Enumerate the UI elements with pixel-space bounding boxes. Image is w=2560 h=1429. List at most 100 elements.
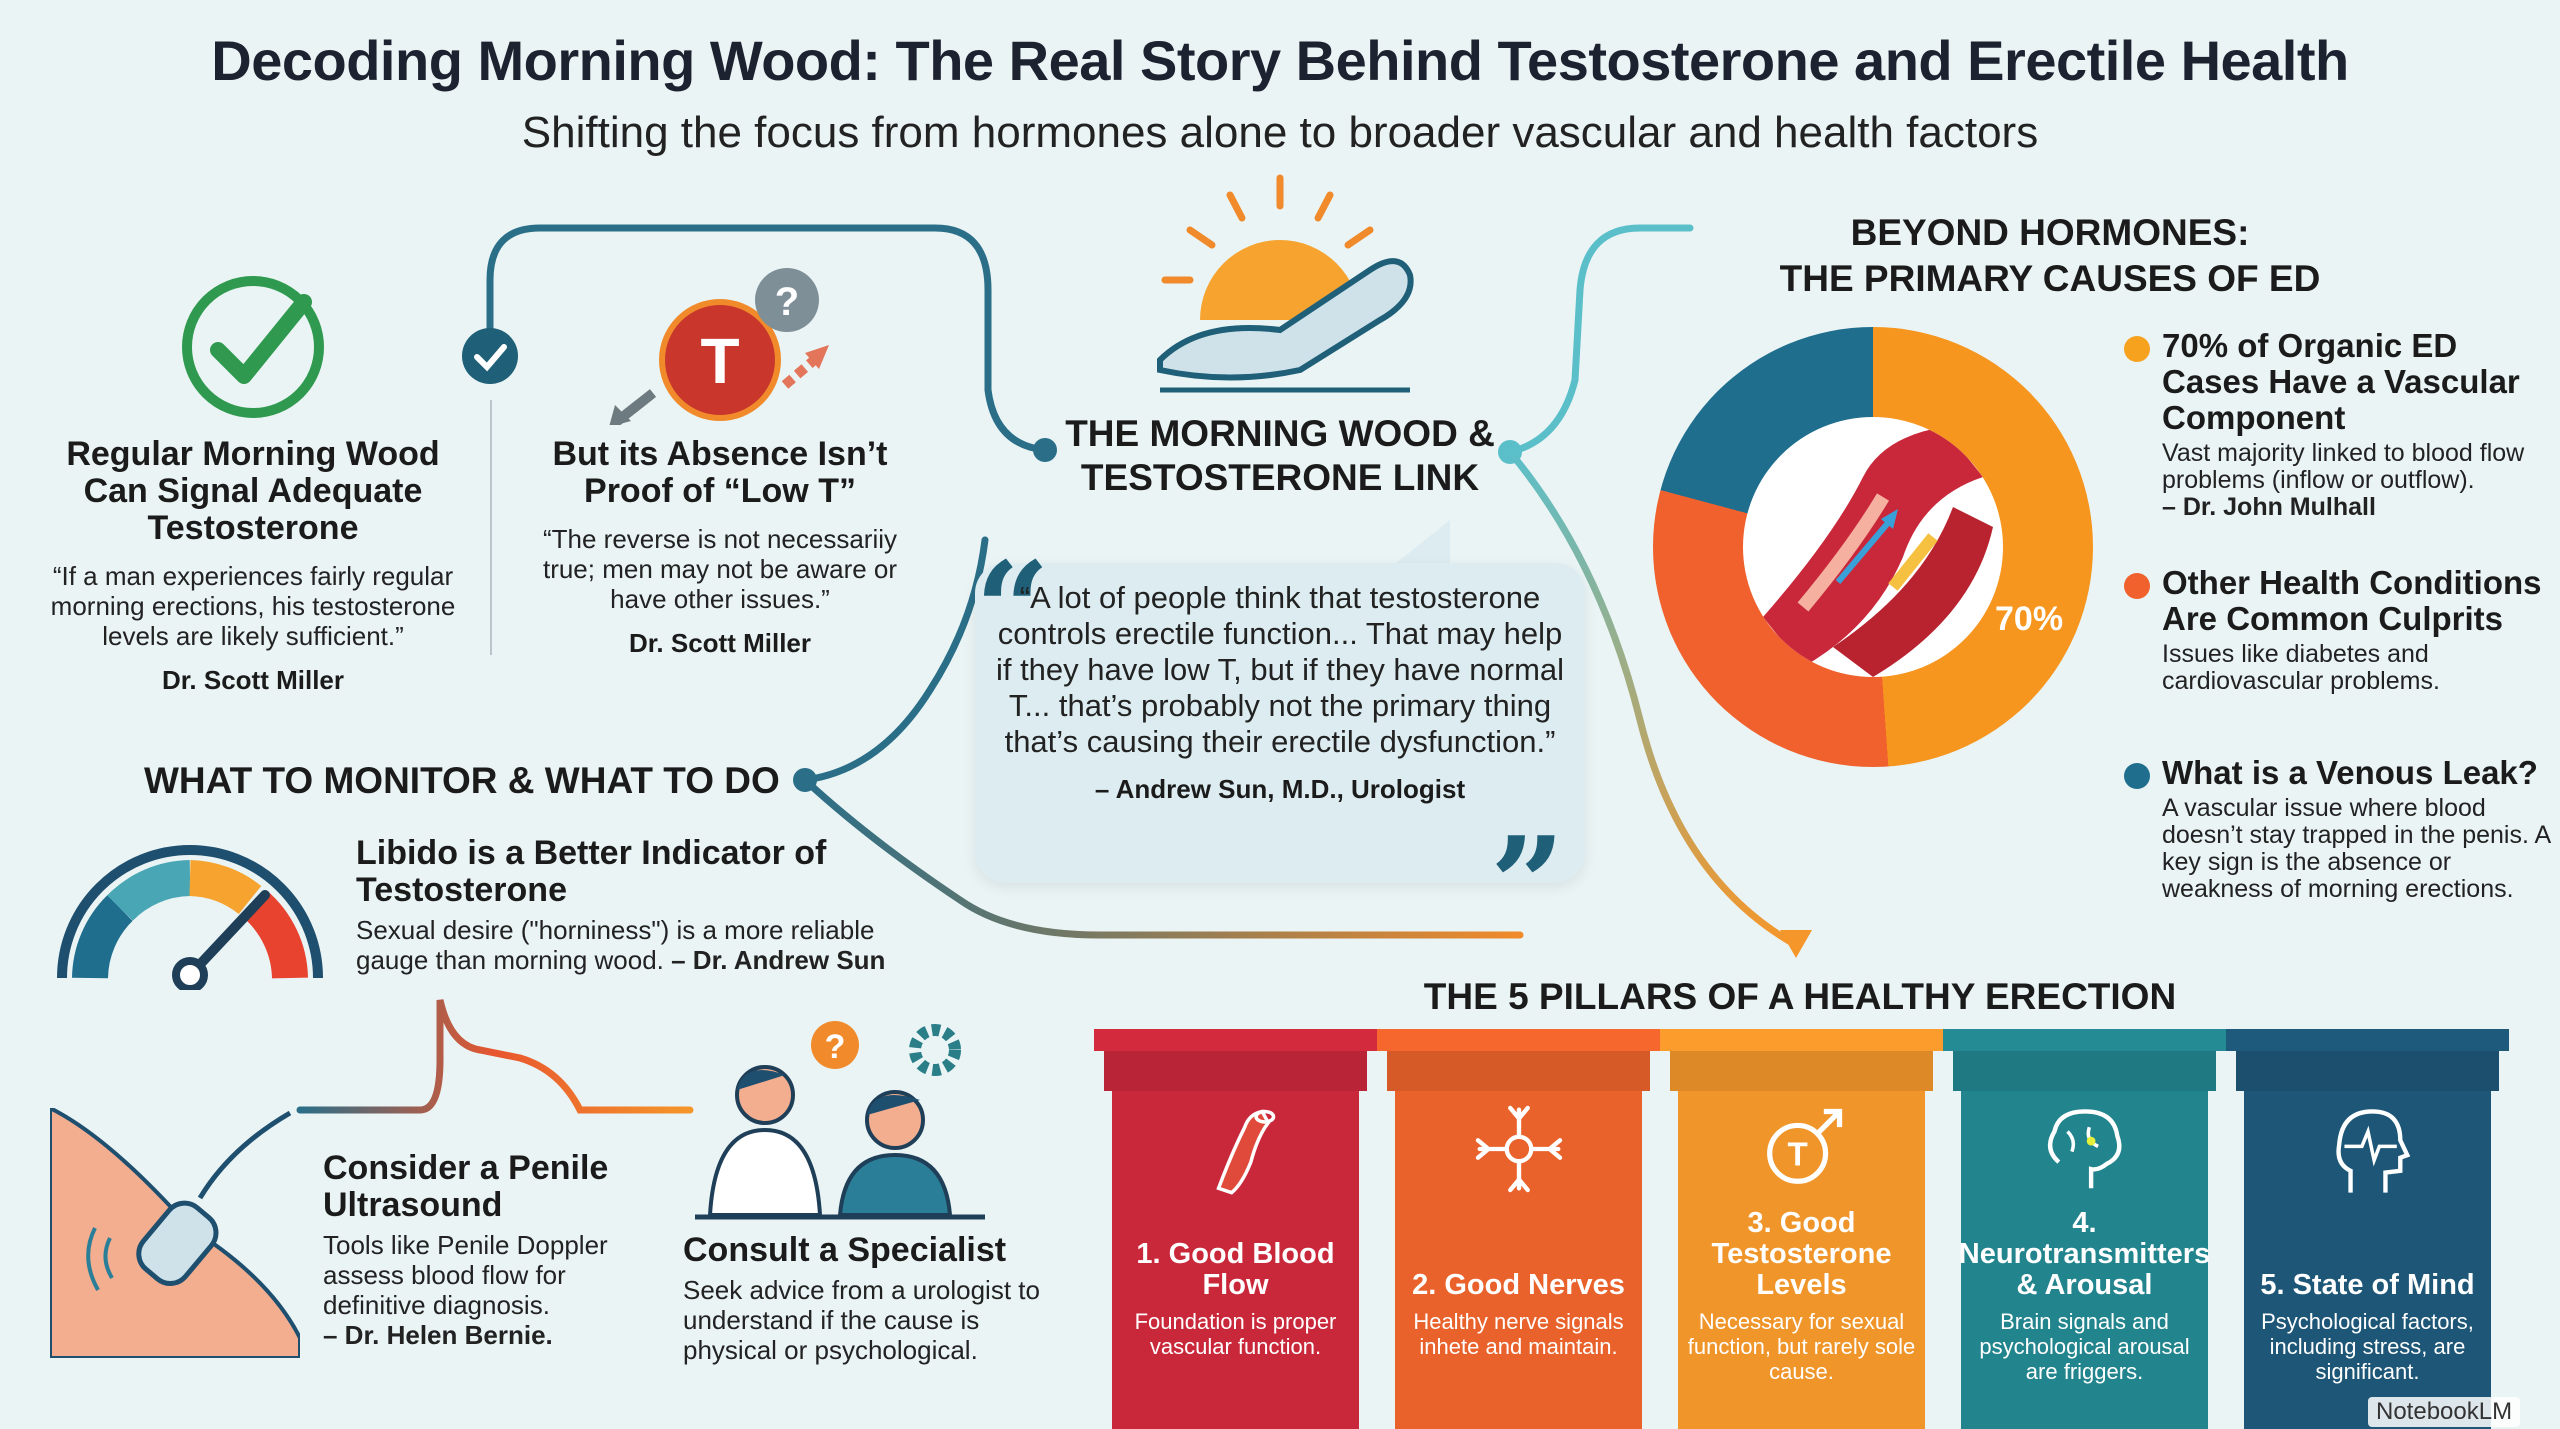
legend-body-other: Issues like diabetes and cardiovascular … (2162, 640, 2440, 695)
pillar-capital-base (1387, 1051, 1650, 1091)
pillar-description: Healthy nerve signals inhete and maintai… (1413, 1309, 1624, 1359)
center-quote-box: “A lot of people think that testosterone… (990, 580, 1570, 804)
legend-dot-vascular (2124, 336, 2150, 362)
heading-regular-morning-wood: Regular Morning Wood Can Signal Adequate… (66, 435, 440, 547)
svg-text:T: T (700, 325, 739, 397)
pillar-description: Brain signals and psychological arousal … (1979, 1309, 2190, 1384)
legend-heading-vascular: 70% of Organic ED Cases Have a Vascular … (2162, 327, 2520, 436)
card-absence-not-proof: But its Absence Isn’t Proof of “Low T” “… (515, 435, 925, 659)
pillar-capital (1943, 1029, 2226, 1051)
check-icon (182, 276, 324, 418)
causes-heading-line1: BEYOND HORMONES: (1850, 212, 2250, 253)
pillar-capital (1094, 1029, 1377, 1051)
small-check-icon (462, 328, 518, 384)
legend-heading-other: Other Health Conditions Are Common Culpr… (2162, 564, 2542, 637)
causes-heading-line2: THE PRIMARY CAUSES OF ED (1779, 258, 2321, 299)
legend-body-vascular: Vast majority linked to blood flow probl… (2162, 439, 2525, 494)
pillar-shaft (2244, 1091, 2491, 1429)
monitor-heading: WHAT TO MONITOR & WHAT TO DO (144, 760, 780, 801)
consult-card: Consult a Specialist Seek advice from a … (683, 1231, 1053, 1366)
divider (490, 400, 492, 655)
pillar-capital-base (1670, 1051, 1933, 1091)
legend-dot-venous (2124, 763, 2150, 789)
libido-card: Libido is a Better Indicator of Testoste… (356, 834, 936, 976)
neuron-icon (1475, 1105, 1562, 1193)
pillar-description: Foundation is proper vascular function. (1134, 1309, 1337, 1359)
quote-bubble (975, 563, 1585, 883)
pillar-title: 3. Good Testosterone Levels (1711, 1207, 1892, 1301)
libido-heading: Libido is a Better Indicator of Testoste… (356, 834, 827, 909)
svg-text:?: ? (775, 280, 799, 324)
pillar-shaft (1395, 1091, 1642, 1429)
arrow-head (1780, 930, 1812, 958)
libido-author: – Dr. Andrew Sun (671, 945, 886, 975)
notebooklm-watermark: NotebookLM (2368, 1397, 2521, 1427)
svg-text:?: ? (825, 1028, 846, 1066)
pillar-title: 1. Good Blood Flow (1136, 1238, 1335, 1301)
legend-item-venous: What is a Venous Leak? A vascular issue … (2162, 755, 2556, 903)
author-scott-miller-2: Dr. Scott Miller (628, 628, 812, 658)
pillar-capital-base (1953, 1051, 2216, 1091)
legend-item-other: Other Health Conditions Are Common Culpr… (2162, 565, 2556, 695)
libido-body: Sexual desire ("horniness") is a more re… (356, 915, 936, 975)
pillar-title: 5. State of Mind (2260, 1269, 2475, 1301)
pillar-shaft (1961, 1091, 2208, 1429)
connector-node (793, 768, 817, 792)
center-quote: “A lot of people think that testosterone… (995, 580, 1565, 759)
speech-bubble-tail (1390, 520, 1450, 568)
ultrasound-icon (50, 1108, 300, 1358)
pillar-capital (2226, 1029, 2509, 1051)
ultrasound-body: Tools like Penile Doppler assess blood f… (323, 1230, 608, 1320)
male-t-icon: T (1766, 1108, 1842, 1184)
libido-body-text: Sexual desire ("horniness") is a more re… (356, 915, 875, 975)
pillar-title: 2. Good Nerves (1412, 1269, 1625, 1301)
pillar-title: 4. Neurotransmitters & Arousal (1958, 1207, 2211, 1301)
blood-vessel-illustration (1743, 417, 2003, 677)
brain-icon (2047, 1109, 2121, 1189)
pillar-description: Psychological factors, including stress,… (2261, 1309, 2474, 1384)
connector-monitor-items (296, 999, 694, 1114)
ultrasound-author: – Dr. Helen Bernie. (323, 1320, 553, 1350)
legend-body-venous: A vascular issue where blood doesn’t sta… (2162, 794, 2550, 903)
card-regular-morning-wood: Regular Morning Wood Can Signal Adequate… (30, 435, 476, 696)
legend-item-vascular: 70% of Organic ED Cases Have a Vascular … (2162, 328, 2556, 521)
heading-absence-not-proof: But its Absence Isn’t Proof of “Low T” (552, 435, 888, 510)
consult-body: Seek advice from a urologist to understa… (683, 1275, 1040, 1365)
ultrasound-heading: Consider a Penile Ultrasound (323, 1149, 609, 1224)
pillar-capital (1377, 1029, 1660, 1051)
head-heartbeat-icon (2335, 1109, 2410, 1193)
pillars-heading: THE 5 PILLARS OF A HEALTHY ERECTION (1423, 976, 2177, 1017)
sunrise-icon (1157, 174, 1414, 393)
testosterone-question-icon: T ? (609, 268, 829, 425)
svg-text:T: T (1787, 1137, 1807, 1174)
causes-heading: BEYOND HORMONES: THE PRIMARY CAUSES OF E… (1700, 210, 2400, 302)
legend-heading-venous: What is a Venous Leak? (2162, 754, 2538, 791)
quote-regular-morning-wood: “If a man experiences fairly regular mor… (50, 561, 456, 651)
center-quote-author: – Andrew Sun, M.D., Urologist (1094, 774, 1466, 804)
doctor-consult-icon: ? (695, 1021, 985, 1220)
open-quote-icon: “ (975, 533, 1050, 686)
donut-label: 70% (1995, 600, 2064, 638)
pillar-description: Necessary for sexual function, but rarel… (1687, 1309, 1916, 1384)
pillar-capital-base (1104, 1051, 1367, 1091)
quote-absence-not-proof: “The reverse is not necessariiy true; me… (542, 524, 898, 614)
consult-heading: Consult a Specialist (683, 1231, 1007, 1269)
ultrasound-card: Consider a Penile Ultrasound Tools like … (323, 1149, 673, 1351)
gauge-icon (57, 845, 323, 990)
page-subtitle: Shifting the focus from hormones alone t… (521, 108, 2039, 157)
page-title: Decoding Morning Wood: The Real Story Be… (211, 29, 2349, 92)
close-quote-icon: ” (1490, 808, 1565, 961)
legend-author-vascular: – Dr. John Mulhall (2162, 493, 2376, 521)
author-scott-miller-1: Dr. Scott Miller (161, 665, 345, 695)
center-heading: THE MORNING WOOD & TESTOSTERONE LINK (1065, 413, 1495, 498)
pillar-capital-base (2236, 1051, 2499, 1091)
blood-vessel-icon (1215, 1109, 1275, 1195)
legend-dot-other (2124, 573, 2150, 599)
pillar-shaft (1678, 1091, 1925, 1429)
pillar-capital (1660, 1029, 1943, 1051)
